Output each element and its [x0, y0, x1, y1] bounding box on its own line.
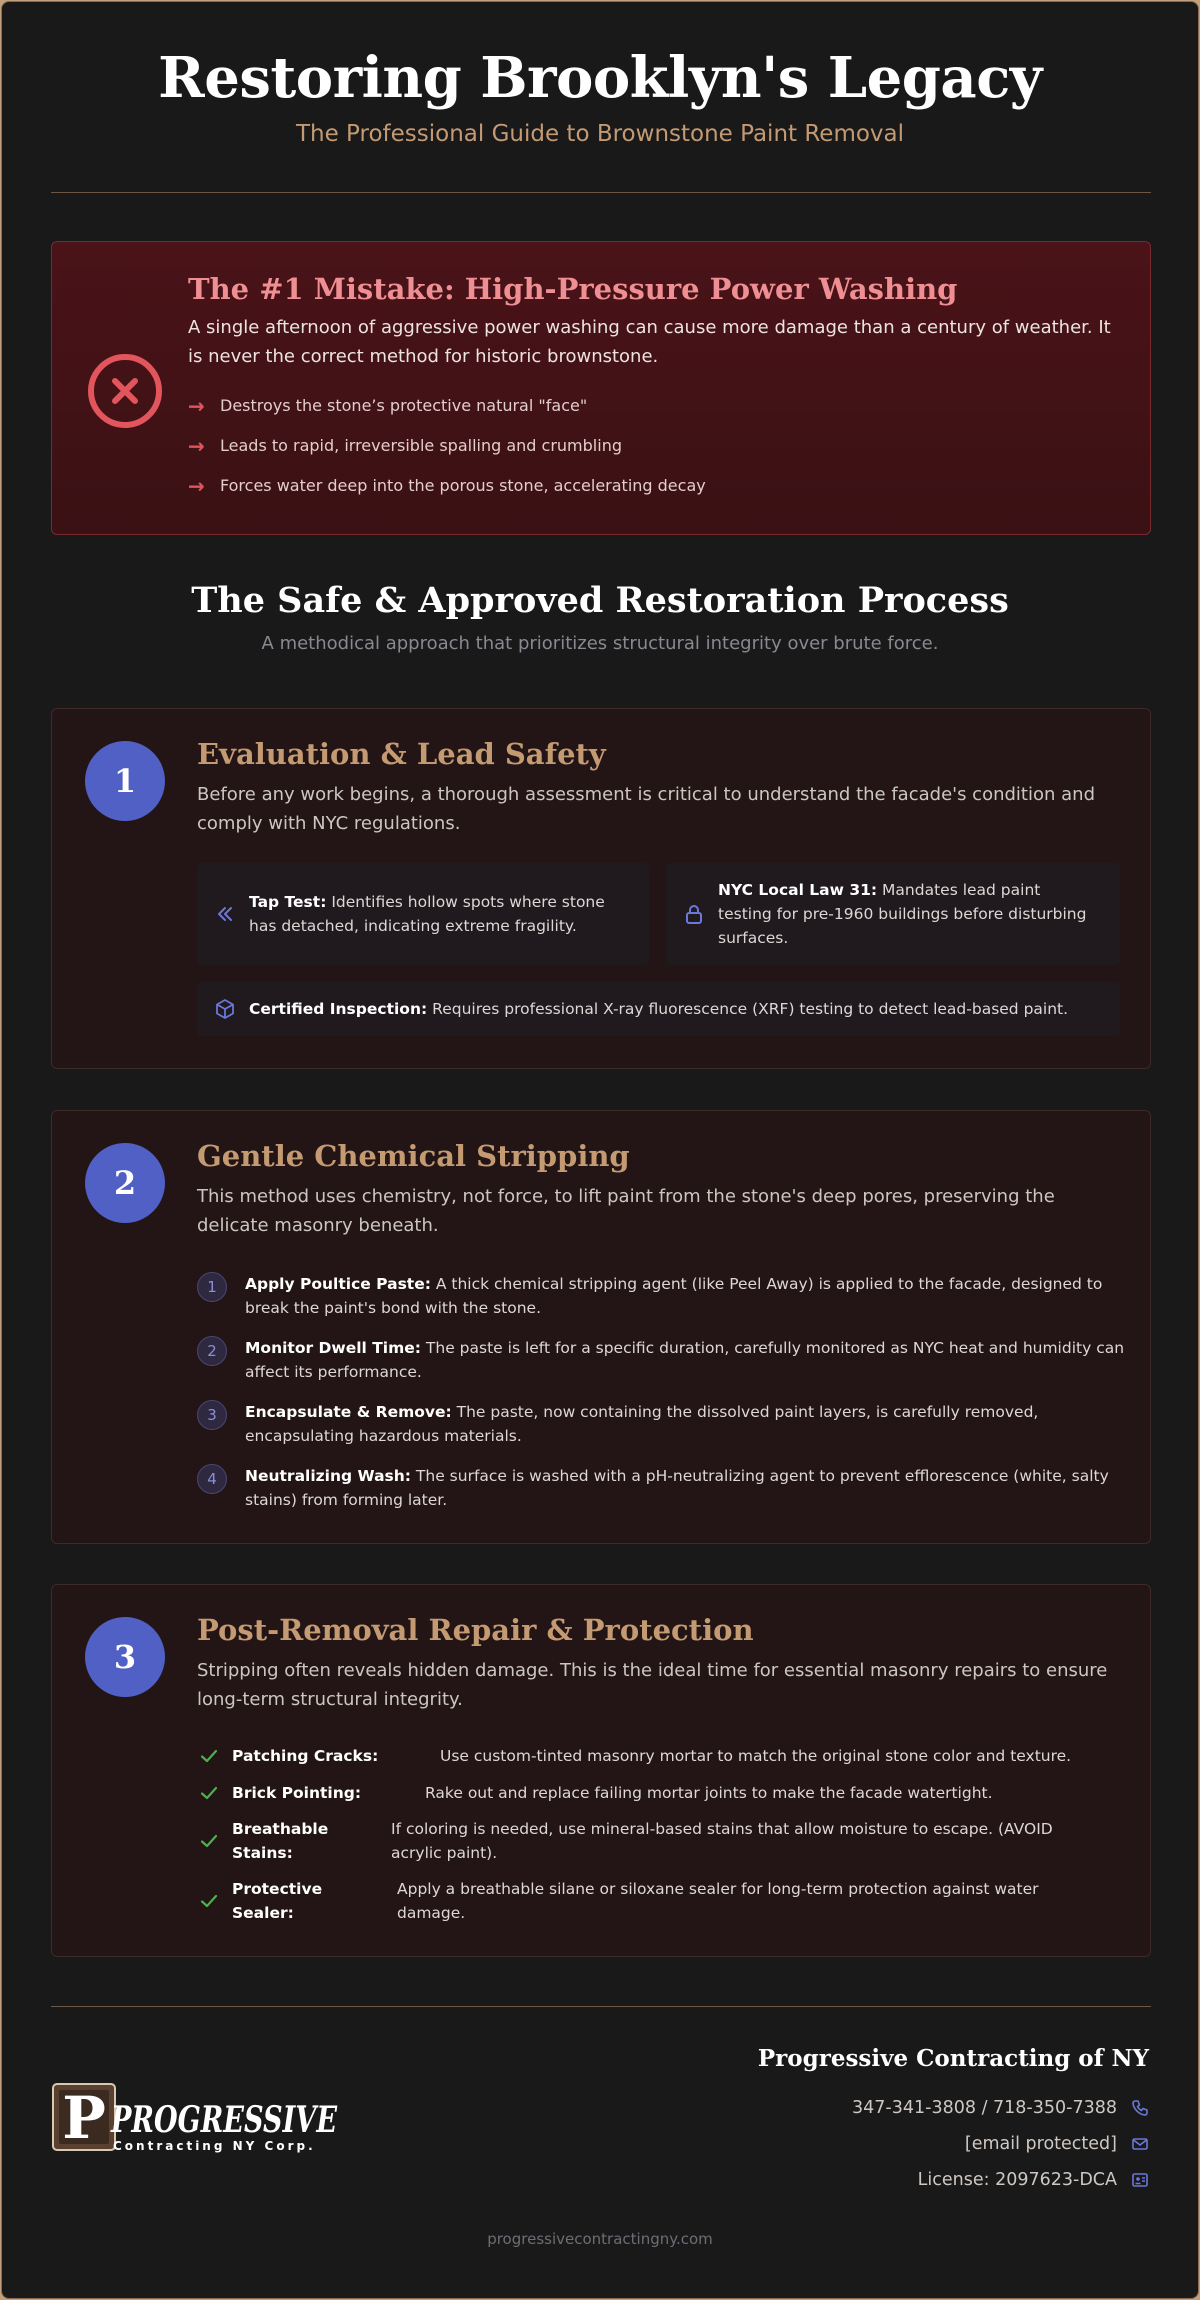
phone-contact[interactable]: 347-341-3808 / 718-350-7388: [852, 2096, 1149, 2120]
page-title: Restoring Brooklyn's Legacy: [158, 45, 1042, 111]
check-icon: [200, 1786, 218, 1800]
process-subtitle: A methodical approach that prioritizes s…: [261, 633, 939, 654]
list-number-badge: 4: [197, 1464, 227, 1494]
header-divider: [51, 192, 1151, 193]
step-body: Gentle Chemical Stripping This method us…: [197, 1139, 1123, 1241]
warning-card: The #1 Mistake: High-Pressure Power Wash…: [51, 241, 1151, 535]
info-box-tap-test: Tap Test: Identifies hollow spots where …: [197, 863, 649, 965]
check-icon: [200, 1749, 218, 1763]
info-box-certified-inspection: Certified Inspection: Requires professio…: [197, 982, 1120, 1036]
step-body: Evaluation & Lead Safety Before any work…: [197, 737, 1123, 839]
step-title: Gentle Chemical Stripping: [197, 1139, 630, 1173]
phone-icon: [1132, 2100, 1148, 2116]
id-card-icon: [1132, 2173, 1148, 2187]
x-circle-icon: [88, 354, 162, 428]
step-title: Post-Removal Repair & Protection: [197, 1613, 754, 1647]
page-header: Restoring Brooklyn's Legacy The Professi…: [2, 42, 1198, 147]
process-heading: The Safe & Approved Restoration Process …: [2, 580, 1198, 654]
list-item: →Leads to rapid, irreversible spalling a…: [188, 433, 622, 458]
list-item: →Forces water deep into the porous stone…: [188, 473, 706, 498]
step-title: Evaluation & Lead Safety: [197, 737, 606, 771]
warning-text: A single afternoon of aggressive power w…: [188, 317, 1111, 367]
page-subtitle: The Professional Guide to Brownstone Pai…: [295, 120, 905, 147]
arrow-right-icon: →: [188, 433, 205, 458]
step-description: This method uses chemistry, not force, t…: [197, 1186, 1055, 1236]
step-description: Stripping often reveals hidden damage. T…: [197, 1660, 1108, 1710]
arrow-right-icon: →: [188, 473, 205, 498]
svg-text:P: P: [62, 2084, 106, 2152]
mail-icon: [1132, 2138, 1148, 2150]
license-info: License: 2097623-DCA: [918, 2168, 1149, 2192]
step-number: 2: [85, 1143, 165, 1223]
check-icon: [200, 1834, 218, 1848]
arrow-right-icon: →: [188, 393, 205, 418]
svg-text:PROGRESSIVE: PROGRESSIVE: [110, 2099, 337, 2141]
step-card-1: 1 Evaluation & Lead Safety Before any wo…: [51, 708, 1151, 1069]
step-card-3: 3 Post-Removal Repair & Protection Strip…: [51, 1584, 1151, 1957]
warning-body: The #1 Mistake: High-Pressure Power Wash…: [188, 272, 1118, 506]
list-item: →Destroys the stone’s protective natural…: [188, 393, 588, 418]
lock-icon: [686, 905, 702, 924]
step-description: Before any work begins, a thorough asses…: [197, 784, 1095, 834]
warning-list: →Destroys the stone’s protective natural…: [188, 386, 1118, 506]
info-box-local-law-31: NYC Local Law 31: Mandates lead paint te…: [666, 863, 1120, 965]
cube-icon: [216, 999, 234, 1019]
warning-title: The #1 Mistake: High-Pressure Power Wash…: [188, 272, 958, 306]
step-number: 3: [85, 1617, 165, 1697]
list-number-badge: 1: [197, 1272, 227, 1302]
company-name: Progressive Contracting of NY: [757, 2045, 1149, 2072]
list-number-badge: 3: [197, 1400, 227, 1430]
website-link[interactable]: progressivecontractingny.com: [487, 2230, 713, 2248]
process-title: The Safe & Approved Restoration Process: [191, 580, 1009, 621]
step-number: 1: [85, 741, 165, 821]
svg-text:Contracting NY Corp.: Contracting NY Corp.: [113, 2139, 316, 2153]
step-body: Post-Removal Repair & Protection Strippi…: [197, 1613, 1123, 1715]
company-logo: P PROGRESSIVE Contracting NY Corp.: [51, 2080, 341, 2160]
double-chevron-left-icon: [218, 907, 232, 921]
list-number-badge: 2: [197, 1336, 227, 1366]
step-card-2: 2 Gentle Chemical Stripping This method …: [51, 1110, 1151, 1544]
check-icon: [200, 1894, 218, 1908]
footer-divider: [51, 2006, 1151, 2007]
email-contact[interactable]: [email protected]: [965, 2132, 1149, 2156]
